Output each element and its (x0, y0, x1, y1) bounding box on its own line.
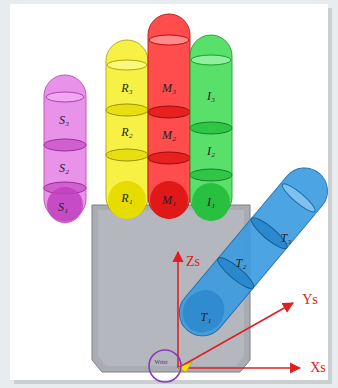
segment-label: T₃ (281, 232, 292, 244)
segment-label: M₁ (162, 194, 176, 206)
axis-label: Ys (302, 293, 318, 307)
middle-finger (148, 14, 190, 219)
index-finger (190, 35, 232, 221)
axis-label: Xs (310, 361, 326, 375)
pinky-finger (44, 75, 86, 223)
axis-label: Zs (186, 255, 200, 269)
segment-label: I₁ (207, 196, 215, 208)
segment-label: S₁ (58, 201, 68, 213)
segment-label: S₂ (59, 162, 69, 174)
segment-label: R₂ (121, 126, 133, 138)
thumb (170, 159, 337, 346)
wrist-label: Wrist (154, 359, 167, 365)
coordinate-axes (178, 252, 300, 372)
segment-label: M₃ (162, 82, 176, 94)
wrist-circle (149, 350, 181, 382)
segment-label: R₁ (121, 192, 133, 204)
segment-label: T₂ (236, 257, 247, 269)
segment-label: I₂ (207, 145, 215, 157)
segment-label: M₂ (162, 129, 176, 141)
segment-label: S₃ (59, 114, 69, 126)
segment-label: T₁ (201, 311, 212, 323)
segment-label: R₃ (121, 82, 133, 94)
ring-finger (106, 40, 148, 219)
segment-label: I₃ (207, 90, 215, 102)
